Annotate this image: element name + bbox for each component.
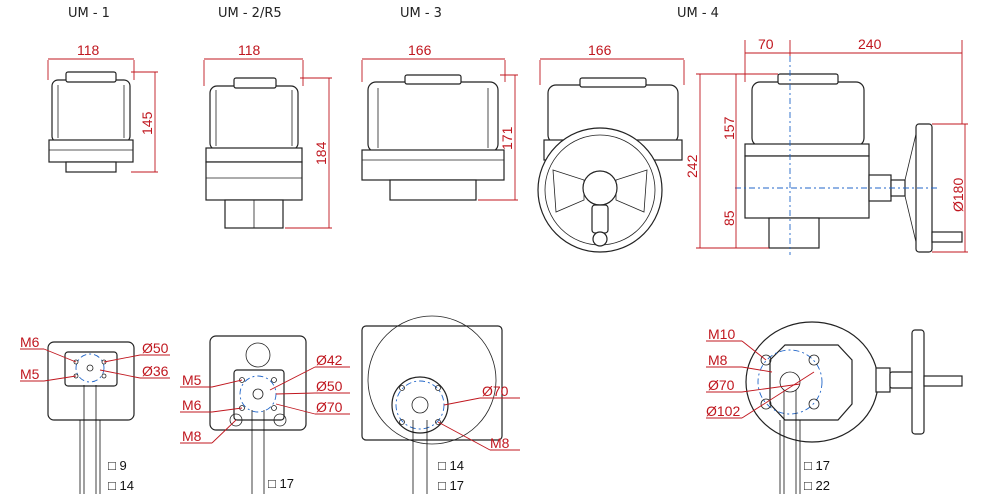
um1-m5-label: M5 bbox=[20, 366, 40, 382]
um4-m8-label: M8 bbox=[708, 352, 728, 368]
um4-wheel-diameter-label: Ø180 bbox=[950, 178, 966, 212]
um4-dimensions: 70 240 242 157 85 Ø180 bbox=[684, 36, 968, 253]
um4-w2-label: 240 bbox=[858, 36, 882, 52]
title-um1: UM - 1 bbox=[68, 6, 110, 21]
um3-width-label: 166 bbox=[408, 42, 432, 58]
um2-width-label: 118 bbox=[238, 42, 261, 58]
um3-bottom-view bbox=[361, 315, 503, 494]
um3-bottom-callouts: Ø70 M8 □ 14 □ 17 bbox=[437, 383, 520, 493]
um2-square-1: □ 17 bbox=[268, 476, 294, 491]
um2-front-view bbox=[205, 77, 303, 229]
um2-d42-label: Ø42 bbox=[316, 352, 343, 368]
um4-square-1: □ 17 bbox=[804, 458, 830, 473]
um1-width-label: 118 bbox=[77, 42, 100, 58]
um3-handwheel-view bbox=[537, 77, 683, 253]
um4-square-2: □ 22 bbox=[804, 478, 830, 493]
title-um3: UM - 3 bbox=[400, 6, 442, 21]
um4-d70-label: Ø70 bbox=[708, 377, 735, 393]
um4-bottom-view bbox=[745, 321, 963, 494]
um4-centerlines bbox=[735, 56, 940, 255]
um1-d36-label: Ø36 bbox=[142, 363, 169, 379]
um3b-width-label: 166 bbox=[588, 42, 612, 58]
um4-bottom-callouts: M10 M8 Ø70 Ø102 □ 17 □ 22 bbox=[706, 326, 830, 493]
um4-bottom-height-label: 85 bbox=[721, 210, 737, 226]
um3-front-view bbox=[361, 74, 505, 201]
um3-dimensions: 166 171 bbox=[361, 42, 518, 201]
um1-height-label: 145 bbox=[139, 111, 155, 135]
um3-height-label: 171 bbox=[499, 126, 515, 150]
um2-height-label: 184 bbox=[313, 141, 329, 165]
um2-d70-label: Ø70 bbox=[316, 399, 343, 415]
um4-d102-label: Ø102 bbox=[706, 403, 740, 419]
um1-bottom-view bbox=[47, 341, 135, 494]
title-um4: UM - 4 bbox=[677, 6, 719, 21]
um1-bottom-callouts: M6 M5 Ø50 Ø36 □ 9 □ 14 bbox=[20, 334, 170, 493]
um2-d50-label: Ø50 bbox=[316, 378, 343, 394]
um4-side-view bbox=[744, 73, 963, 253]
um2-dimensions: 118 184 bbox=[203, 42, 332, 229]
um3-m8-label: M8 bbox=[490, 435, 510, 451]
um2-m6-label: M6 bbox=[182, 397, 202, 413]
um4-total-height-label: 242 bbox=[684, 154, 700, 178]
um1-d50-label: Ø50 bbox=[142, 340, 169, 356]
um1-dimensions: 118 145 bbox=[47, 42, 158, 173]
um1-front-view bbox=[48, 71, 134, 173]
um1-square-1: □ 9 bbox=[108, 458, 127, 473]
um1-square-2: □ 14 bbox=[108, 478, 134, 493]
um1-m6-label: M6 bbox=[20, 334, 40, 350]
um3-d70-label: Ø70 bbox=[482, 383, 509, 399]
um4-top-height-label: 157 bbox=[721, 116, 737, 140]
um2-bottom-view bbox=[209, 335, 307, 494]
um3b-dimensions: 166 bbox=[539, 42, 685, 85]
um2-bottom-callouts: M5 M6 M8 Ø42 Ø50 Ø70 □ 17 bbox=[180, 352, 350, 491]
um4-m10-label: M10 bbox=[708, 326, 735, 342]
title-um2: UM - 2/R5 bbox=[218, 6, 282, 21]
um3-square-2: □ 17 bbox=[438, 478, 464, 493]
um3-square-1: □ 14 bbox=[438, 458, 464, 473]
um2-m8-label: M8 bbox=[182, 428, 202, 444]
um2-m5-label: M5 bbox=[182, 372, 202, 388]
um4-w1-label: 70 bbox=[758, 36, 774, 52]
